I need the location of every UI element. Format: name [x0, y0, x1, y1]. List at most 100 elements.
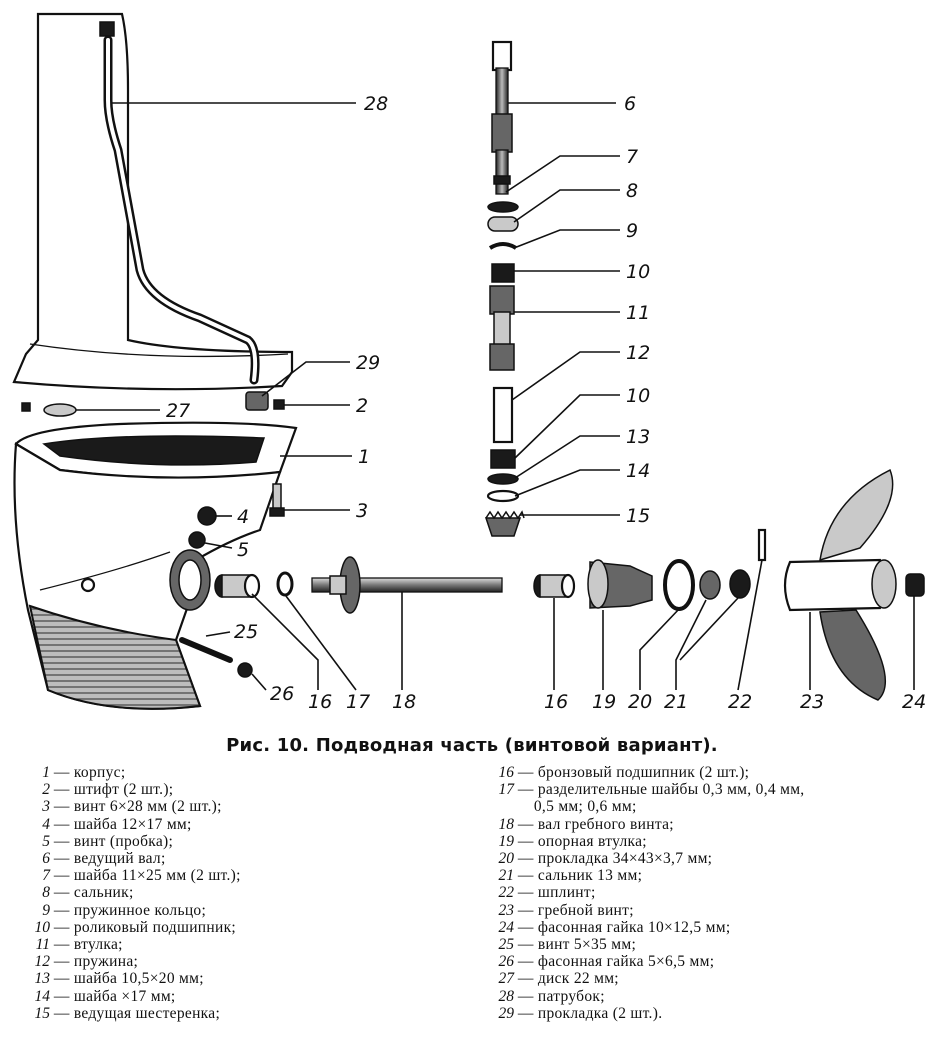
legend-item-text: — шайба 12×17 мм; [53, 815, 192, 833]
legend-item-text: — прокладка (2 шт.). [517, 1004, 663, 1022]
legend-item-text: — втулка; [53, 936, 123, 954]
nut-part-24 [905, 573, 925, 597]
callout-8: 8 [626, 180, 638, 202]
legend-item-text: 0,5 мм; 0,6 мм; [533, 798, 637, 816]
callout-11: 11 [626, 302, 650, 324]
washer-part-7 [487, 201, 519, 213]
legend-item: 10 — роликовый подшипник; [30, 919, 470, 936]
drive-shaft-part-6 [491, 40, 513, 195]
legend-item-number: 5 [42, 832, 50, 850]
legend-item-number: 12 [34, 953, 51, 971]
callout-14: 14 [626, 460, 650, 482]
legend-item-number: 26 [498, 953, 515, 971]
pin-part-2 [273, 399, 285, 410]
legend-item: 11 — втулка; [30, 936, 470, 953]
legend-item: 29 — прокладка (2 шт.). [494, 1005, 934, 1022]
legend-item: 3 — винт 6×28 мм (2 шт.); [30, 798, 470, 815]
nut-part-26 [237, 662, 253, 678]
legend-item-text: — винт 5×35 мм; [517, 936, 637, 954]
washer-part-4 [197, 506, 217, 526]
callout-10b: 10 [626, 385, 650, 407]
legend-item-number: 8 [42, 884, 50, 902]
legend-item: 4 — шайба 12×17 мм; [30, 816, 470, 833]
screw-part-25 [179, 637, 233, 663]
legend-item-number: 3 [42, 798, 50, 816]
legend-item-text: — пружина; [53, 953, 139, 971]
legend-item-text: — ведущий вал; [53, 850, 166, 868]
callout-2: 2 [356, 395, 368, 417]
legend-item: 8 — сальник; [30, 884, 470, 901]
legend-item-number: 22 [498, 884, 515, 902]
legend-item: 17 — разделительные шайбы 0,3 мм, 0,4 мм… [494, 781, 934, 798]
legend-item-text: — прокладка 34×43×3,7 мм; [517, 850, 713, 868]
legend-item: 0,5 мм; 0,6 мм; [494, 798, 934, 815]
legend-item: 28 — патрубок; [494, 988, 934, 1005]
upper-leg-housing [12, 12, 294, 391]
bushing-part-11 [489, 285, 515, 371]
bronze-bearing-part-16a [214, 573, 261, 599]
callout-1: 1 [358, 446, 370, 468]
bronze-bearing-part-16b [533, 573, 576, 599]
callout-19: 19 [592, 691, 616, 713]
legend-item-number: 10 [34, 918, 51, 936]
legend-item-number: 27 [498, 970, 515, 988]
roller-bearing-part-10a [491, 263, 515, 283]
plug-screw-part-5 [188, 531, 206, 549]
legend-item-text: — бронзовый подшипник (2 шт.); [517, 764, 750, 781]
legend-item-number: 21 [498, 867, 515, 885]
gasket-part-20 [663, 559, 695, 611]
legend-item-text: — ведущая шестеренка; [53, 1004, 221, 1022]
legend-item: 25 — винт 5×35 мм; [494, 936, 934, 953]
legend-item: 1 — корпус; [30, 764, 470, 781]
legend-item-text: — разделительные шайбы 0,3 мм, 0,4 мм, [517, 781, 805, 799]
callout-9: 9 [626, 220, 638, 242]
legend-item-number: 16 [498, 764, 515, 781]
legend-item: 15 — ведущая шестеренка; [30, 1005, 470, 1022]
legend-item-number: 7 [42, 867, 50, 885]
legend-item: 19 — опорная втулка; [494, 833, 934, 850]
legend-item-number: 2 [42, 781, 50, 799]
legend-left-column: 1 — корпус;2 — штифт (2 шт.);3 — винт 6×… [30, 764, 470, 1022]
legend-item-number: 20 [498, 850, 515, 868]
cotter-pin-part-22 [757, 528, 767, 562]
screw-part-3 [269, 483, 285, 517]
legend-item-number: 25 [498, 936, 515, 954]
legend-item-text: — винт 6×28 мм (2 шт.); [53, 798, 222, 816]
legend-item-text: — роликовый подшипник; [53, 918, 237, 936]
legend-item-number: 15 [34, 1004, 51, 1022]
legend-item: 13 — шайба 10,5×20 мм; [30, 970, 470, 987]
legend-item: 14 — шайба ×17 мм; [30, 988, 470, 1005]
legend-item: 9 — пружинное кольцо; [30, 902, 470, 919]
callout-26: 26 [270, 683, 294, 705]
legend-item-number: 19 [498, 832, 515, 850]
shims-part-17 [276, 571, 294, 597]
legend-item: 7 — шайба 11×25 мм (2 шт.); [30, 867, 470, 884]
legend-item-text: — шайба 10,5×20 мм; [53, 970, 204, 988]
callout-25: 25 [234, 621, 258, 643]
drawing-svg: 28 6 7 8 9 10 11 12 10 13 14 15 29 2 27 … [12, 12, 926, 713]
spring-part-12 [492, 386, 514, 444]
legend-item-text: — опорная втулка; [517, 832, 647, 850]
legend-item: 22 — шплинт; [494, 884, 934, 901]
legend-item-number: 14 [34, 987, 51, 1005]
callout-29: 29 [356, 352, 380, 374]
legend-item: 20 — прокладка 34×43×3,7 мм; [494, 850, 934, 867]
legend-item-number: 29 [498, 1004, 515, 1022]
legend-item: 18 — вал гребного винта; [494, 816, 934, 833]
legend-item-text: — диск 22 мм; [517, 970, 619, 988]
leader-lines [76, 102, 915, 691]
spring-ring-part-9 [488, 242, 518, 250]
propeller-shaft-part-18 [311, 556, 503, 614]
legend-item-text: — шплинт; [517, 884, 596, 902]
callout-5: 5 [237, 539, 249, 561]
washer-part-14 [486, 489, 520, 503]
callout-23: 23 [800, 691, 824, 713]
small-pin [21, 402, 31, 412]
callout-16a: 16 [308, 691, 332, 713]
drive-gear-part-15 [484, 517, 522, 537]
legend-right-column: 16 — бронзовый подшипник (2 шт.);17 — ра… [494, 764, 934, 1022]
legend-item: 21 — сальник 13 мм; [494, 867, 934, 884]
legend-item: 23 — гребной винт; [494, 902, 934, 919]
lower-gearcase-body-part-1 [13, 421, 298, 710]
figure-caption: Рис. 10. Подводная часть (винтовой вариа… [226, 735, 718, 756]
